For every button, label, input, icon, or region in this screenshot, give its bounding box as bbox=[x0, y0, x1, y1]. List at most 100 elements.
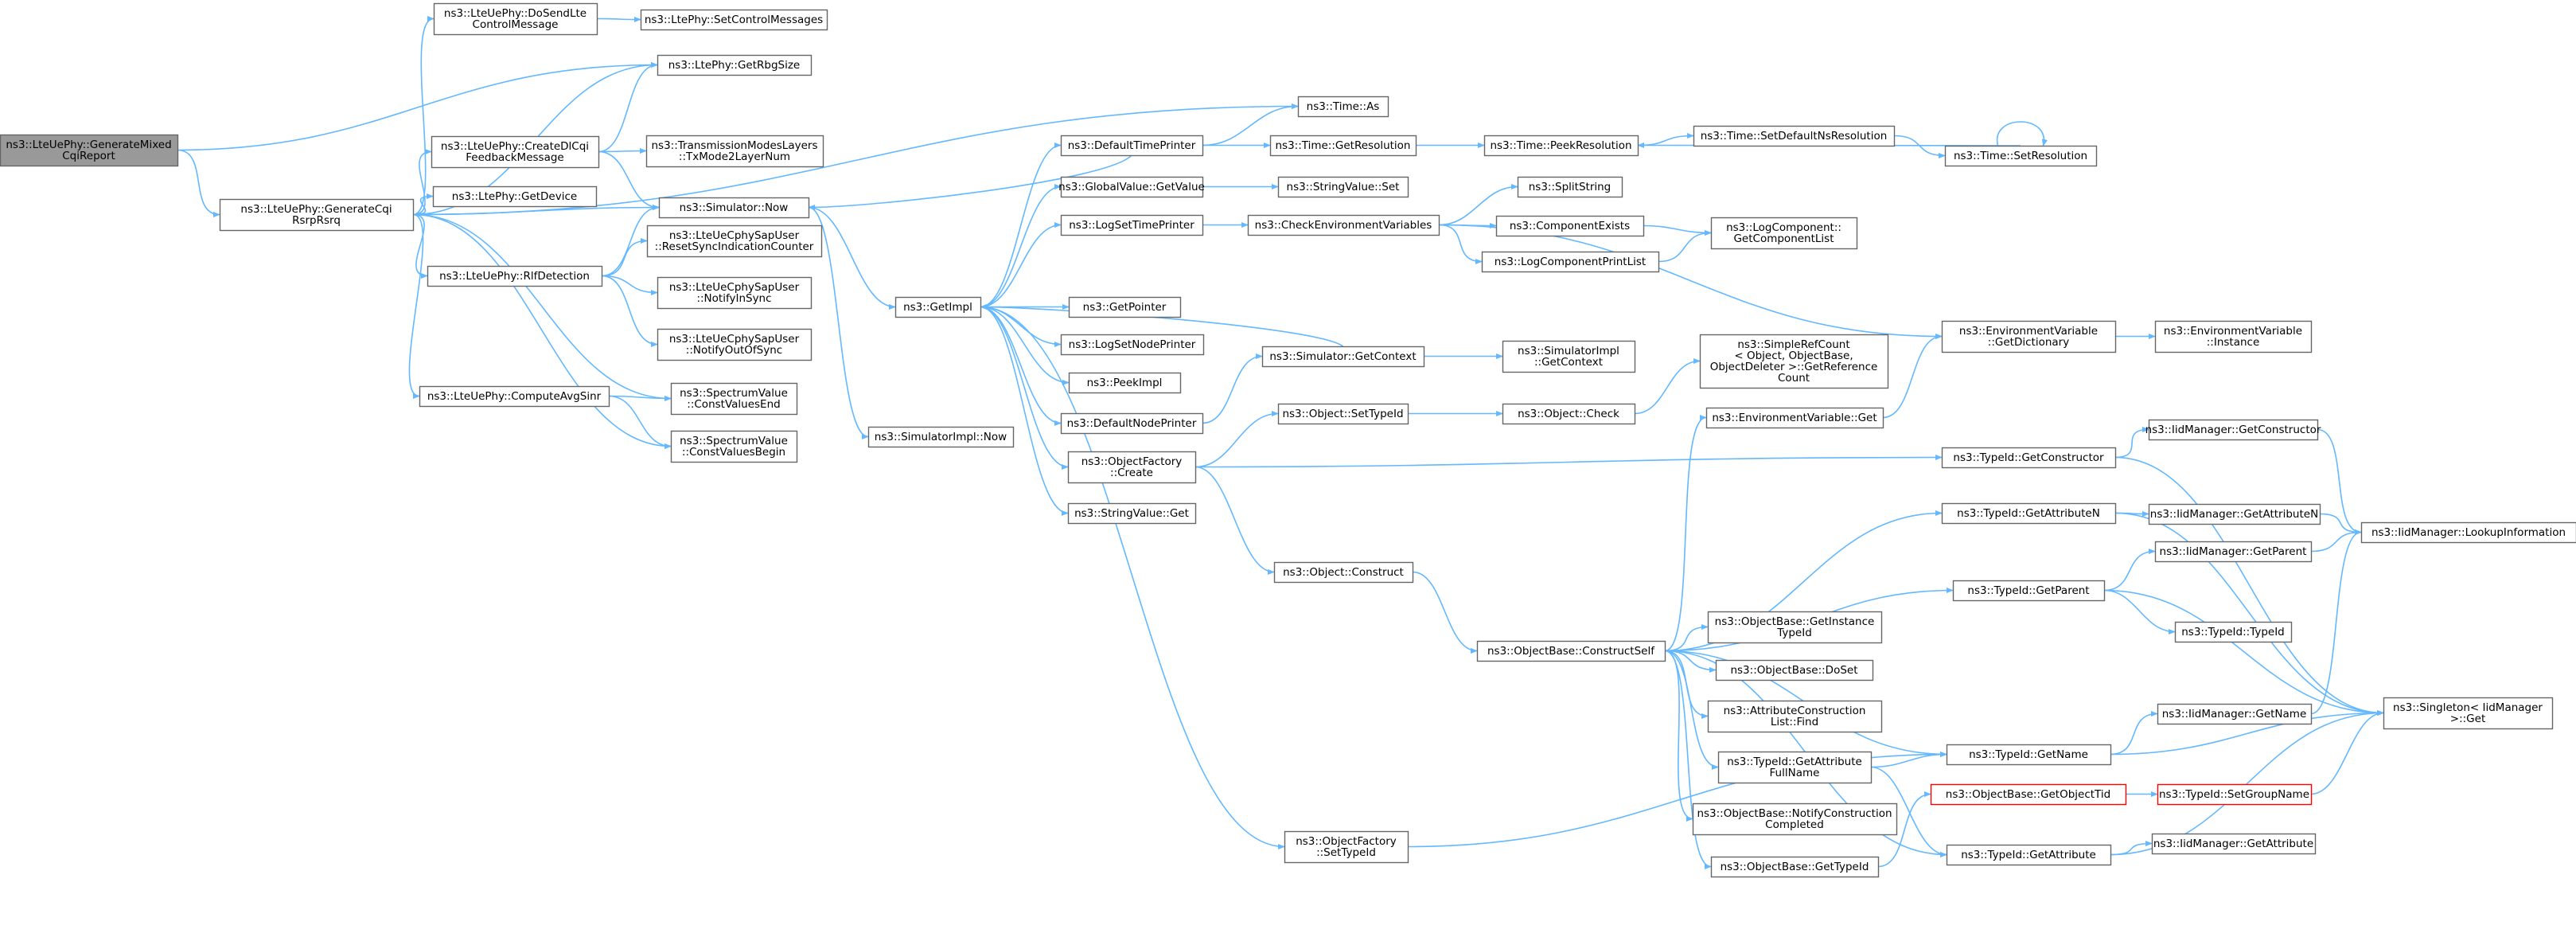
node-obgettid[interactable]: ns3::ObjectBase::GetTypeId bbox=[1710, 856, 1880, 878]
node-box[interactable] bbox=[1944, 145, 2098, 167]
node-box[interactable] bbox=[670, 430, 798, 463]
node-cvend[interactable]: ns3::SpectrumValue::ConstValuesEnd bbox=[670, 382, 798, 416]
node-box[interactable] bbox=[1707, 700, 1883, 733]
node-outofsync[interactable]: ns3::LteUeCphySapUser::NotifyOutOfSync bbox=[657, 328, 813, 361]
node-box[interactable] bbox=[657, 328, 813, 361]
node-box[interactable] bbox=[2174, 621, 2293, 643]
node-box[interactable] bbox=[2157, 703, 2313, 725]
node-singleton[interactable]: ns3::Singleton< IidManager>::Get bbox=[2383, 697, 2554, 730]
node-objsettid[interactable]: ns3::Object::SetTypeId bbox=[1277, 403, 1409, 425]
node-box[interactable] bbox=[1284, 830, 1409, 864]
node-box[interactable] bbox=[2360, 521, 2576, 544]
node-box[interactable] bbox=[1946, 744, 2112, 766]
node-box[interactable] bbox=[1060, 214, 1204, 236]
node-getpointer[interactable]: ns3::GetPointer bbox=[1068, 296, 1182, 318]
node-box[interactable] bbox=[2148, 503, 2321, 525]
node-box[interactable] bbox=[219, 198, 415, 232]
node-box[interactable] bbox=[1277, 176, 1409, 198]
node-box[interactable] bbox=[646, 225, 823, 258]
node-rlf[interactable]: ns3::LteUePhy::RlfDetection bbox=[427, 265, 603, 287]
node-logsettp[interactable]: ns3::LogSetTimePrinter bbox=[1060, 214, 1204, 236]
node-obconstructself[interactable]: ns3::ObjectBase::ConstructSelf bbox=[1476, 640, 1666, 662]
node-box[interactable] bbox=[657, 276, 813, 310]
node-simimplctx[interactable]: ns3::SimulatorImpl::GetContext bbox=[1502, 340, 1636, 373]
node-box[interactable] bbox=[1707, 611, 1883, 644]
node-box[interactable] bbox=[433, 2, 598, 36]
node-deftimep[interactable]: ns3::DefaultTimePrinter bbox=[1060, 135, 1204, 157]
node-box[interactable] bbox=[867, 426, 1015, 448]
node-box[interactable] bbox=[1060, 412, 1204, 435]
node-box[interactable] bbox=[1705, 407, 1884, 429]
node-iidgetattr[interactable]: ns3::IidManager::GetAttribute bbox=[2151, 833, 2317, 855]
node-box[interactable] bbox=[1692, 802, 1898, 836]
node-simnow[interactable]: ns3::Simulator::Now bbox=[658, 197, 810, 219]
node-logcompprint[interactable]: ns3::LogComponentPrintList bbox=[1481, 251, 1660, 273]
node-tidtid[interactable]: ns3::TypeId::TypeId bbox=[2174, 621, 2293, 643]
node-box[interactable] bbox=[1517, 176, 1623, 198]
node-gvget[interactable]: ns3::GlobalValue::GetValue bbox=[1058, 176, 1205, 198]
node-box[interactable] bbox=[1269, 135, 1417, 157]
node-box[interactable] bbox=[427, 265, 603, 287]
node-splitstr[interactable]: ns3::SplitString bbox=[1517, 176, 1623, 198]
node-box[interactable] bbox=[1297, 96, 1389, 118]
node-checkenv[interactable]: ns3::CheckEnvironmentVariables bbox=[1247, 214, 1440, 236]
node-logsetnp[interactable]: ns3::LogSetNodePrinter bbox=[1060, 334, 1205, 356]
node-svset[interactable]: ns3::StringValue::Set bbox=[1277, 176, 1409, 198]
node-tidgetctor[interactable]: ns3::TypeId::GetConstructor bbox=[1941, 447, 2117, 469]
node-box[interactable] bbox=[640, 9, 828, 31]
node-getcomplist[interactable]: ns3::LogComponent::GetComponentList bbox=[1710, 217, 1858, 250]
node-simplerefcount[interactable]: ns3::SimpleRefCount< Object, ObjectBase,… bbox=[1699, 334, 1889, 389]
node-box[interactable] bbox=[2383, 697, 2554, 730]
node-box[interactable] bbox=[1261, 346, 1425, 368]
node-getrbg[interactable]: ns3::LtePhy::GetRbgSize bbox=[657, 54, 813, 76]
node-box[interactable] bbox=[419, 385, 610, 408]
node-box[interactable] bbox=[1277, 403, 1409, 425]
node-box[interactable] bbox=[1476, 640, 1666, 662]
node-insync[interactable]: ns3::LteUeCphySapUser::NotifyInSync bbox=[657, 276, 813, 310]
node-box[interactable] bbox=[2157, 783, 2313, 806]
node-iidgetattrn[interactable]: ns3::IidManager::GetAttributeN bbox=[2148, 503, 2321, 525]
node-box[interactable] bbox=[1710, 856, 1880, 878]
node-box[interactable] bbox=[1946, 844, 2112, 866]
node-box[interactable] bbox=[1715, 659, 1874, 681]
node-setdefns[interactable]: ns3::Time::SetDefaultNsResolution bbox=[1693, 125, 1896, 147]
node-envget[interactable]: ns3::EnvironmentVariable::Get bbox=[1705, 407, 1884, 429]
node-box[interactable] bbox=[2151, 833, 2317, 855]
node-ofcreate[interactable]: ns3::ObjectFactory::Create bbox=[1067, 451, 1197, 484]
node-box[interactable] bbox=[1502, 403, 1636, 425]
node-box[interactable] bbox=[1930, 783, 2127, 806]
node-iidgetname[interactable]: ns3::IidManager::GetName bbox=[2157, 703, 2313, 725]
node-box[interactable] bbox=[1941, 320, 2117, 353]
node-box[interactable] bbox=[2148, 419, 2319, 441]
node-box[interactable] bbox=[657, 54, 813, 76]
node-lookupinfo[interactable]: ns3::IidManager::LookupInformation bbox=[2360, 521, 2576, 544]
node-box[interactable] bbox=[894, 296, 982, 318]
node-objcheck[interactable]: ns3::Object::Check bbox=[1502, 403, 1636, 425]
node-tidgetname[interactable]: ns3::TypeId::GetName bbox=[1946, 744, 2112, 766]
node-peekimpl[interactable]: ns3::PeekImpl bbox=[1068, 372, 1182, 394]
node-objconstruct[interactable]: ns3::Object::Construct bbox=[1273, 561, 1414, 584]
node-box[interactable] bbox=[432, 185, 598, 208]
node-avgsinr[interactable]: ns3::LteUePhy::ComputeAvgSinr bbox=[419, 385, 610, 408]
node-box[interactable] bbox=[1699, 334, 1889, 389]
node-box[interactable] bbox=[1068, 372, 1182, 394]
node-box[interactable] bbox=[1067, 451, 1197, 484]
node-box[interactable] bbox=[1060, 334, 1205, 356]
node-getimpl[interactable]: ns3::GetImpl bbox=[894, 296, 982, 318]
node-box[interactable] bbox=[1502, 340, 1636, 373]
node-box[interactable] bbox=[1710, 217, 1858, 250]
node-box[interactable] bbox=[0, 134, 179, 167]
node-box[interactable] bbox=[645, 135, 824, 168]
node-box[interactable] bbox=[1060, 135, 1204, 157]
node-txmode[interactable]: ns3::TransmissionModesLayers::TxMode2Lay… bbox=[645, 135, 824, 168]
node-box[interactable] bbox=[2154, 320, 2313, 353]
node-ofsettid[interactable]: ns3::ObjectFactory::SetTypeId bbox=[1284, 830, 1409, 864]
node-resetsync[interactable]: ns3::LteUeCphySapUser::ResetSyncIndicati… bbox=[646, 225, 823, 258]
node-box[interactable] bbox=[658, 197, 810, 219]
node-box[interactable] bbox=[1693, 125, 1896, 147]
